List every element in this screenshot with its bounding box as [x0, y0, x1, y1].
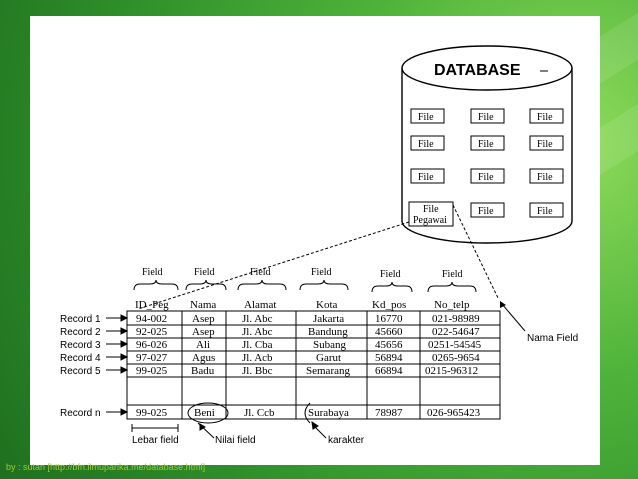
table-cell: Garut: [316, 352, 341, 364]
table-cell: Asep: [192, 313, 215, 325]
record-label: Record 4: [60, 353, 101, 364]
field-label: Field: [442, 269, 463, 280]
file-box-label: File: [418, 139, 434, 150]
table-cell: 0265-9654: [432, 352, 480, 364]
table-row: 99-025 Badu Jl. Bbc Semarang 66894 0215-…: [136, 365, 478, 377]
record-labels: Record 1 Record 2 Record 3 Record 4 Reco…: [60, 314, 101, 419]
table-cell: 56894: [375, 352, 403, 364]
table-cell: Subang: [313, 339, 347, 351]
table-cell: Surabaya: [308, 407, 349, 419]
record-label: Record n: [60, 408, 101, 419]
table-cell: 45656: [375, 339, 403, 351]
record-arrows: [106, 314, 129, 416]
file-box-label: File: [478, 172, 494, 183]
column-header: No_telp: [434, 299, 470, 311]
table-cell: Asep: [192, 326, 215, 338]
file-box-label: File: [478, 139, 494, 150]
table-cell: 026-965423: [427, 407, 481, 419]
karakter-label: karakter: [328, 435, 365, 446]
nama-field-label: Nama Field: [527, 333, 578, 344]
table-cell: 78987: [375, 407, 403, 419]
table-cell: 99-025: [136, 407, 168, 419]
table-cell: Beni: [194, 407, 215, 419]
file-box-label: File: [537, 172, 553, 183]
file-box-label: File: [418, 172, 434, 183]
table-cell: Jl. Abc: [242, 313, 273, 325]
nama-field-annotation: Nama Field: [500, 301, 578, 344]
table-cell: 45660: [375, 326, 403, 338]
table-cell: Jl. Cba: [242, 339, 273, 351]
table-cells: 94-002 Asep Jl. Abc Jakarta 16770 021-98…: [136, 313, 482, 419]
table-cell: 94-002: [136, 313, 167, 325]
table-row: 97-027 Agus Jl. Acb Garut 56894 0265-965…: [136, 352, 480, 364]
table-cell: 92-025: [136, 326, 168, 338]
table-cell: 16770: [375, 313, 403, 325]
table-cell: 0215-96312: [425, 365, 478, 377]
field-labels: Field Field Field Field Field Field: [142, 267, 463, 280]
footer-credit: by : sutan [http://bfn.ilmuparika.me/dat…: [6, 462, 206, 472]
table-cell: 021-98989: [432, 313, 480, 325]
file-box-label: File: [537, 112, 553, 123]
column-headers: ID_Peg Nama Alamat Kota Kd_pos No_telp: [135, 299, 470, 311]
table-row: 96-026 Ali Jl. Cba Subang 45656 0251-545…: [136, 339, 482, 351]
lebar-field-label: Lebar field: [132, 435, 179, 446]
field-label: Field: [194, 267, 215, 278]
field-label: Field: [250, 267, 271, 278]
table-cell: 022-54647: [432, 326, 480, 338]
field-label: Field: [142, 267, 163, 278]
file-pegawai-label: Pegawai: [413, 215, 447, 226]
record-table: [126, 310, 501, 420]
record-label: Record 3: [60, 340, 101, 351]
table-cell: Jakarta: [313, 313, 344, 325]
table-cell: Jl. Abc: [242, 326, 273, 338]
table-cell: Jl. Acb: [242, 352, 273, 364]
column-header: ID_Peg: [135, 299, 169, 311]
file-box-label: File: [478, 112, 494, 123]
database-title: DATABASE: [434, 62, 521, 79]
table-cell: 96-026: [136, 339, 168, 351]
field-braces: [133, 279, 477, 293]
field-label: Field: [380, 269, 401, 280]
lebar-field-annotation: [131, 424, 179, 432]
table-row: 92-025 Asep Jl. Abc Bandung 45660 022-54…: [136, 326, 480, 338]
nilai-field-annotation: [187, 402, 229, 439]
record-label: Record 2: [60, 327, 101, 338]
slide: DATABASE File File File File File File F…: [30, 16, 600, 465]
column-header: Kota: [316, 299, 338, 311]
file-grid: File File File File File File File File …: [408, 108, 564, 227]
file-box-label: File: [418, 112, 434, 123]
column-header: Alamat: [244, 299, 276, 311]
table-cell: Ali: [196, 339, 210, 351]
table-cell: Agus: [192, 352, 215, 364]
record-label: Record 1: [60, 314, 101, 325]
file-to-table-connector: [137, 204, 499, 310]
karakter-annotation: [304, 402, 327, 439]
table-row: 94-002 Asep Jl. Abc Jakarta 16770 021-98…: [136, 313, 480, 325]
table-cell: Badu: [191, 365, 215, 377]
table-cell: Jl. Bbc: [242, 365, 273, 377]
table-cell: 99-025: [136, 365, 168, 377]
table-cell: 97-027: [136, 352, 168, 364]
table-cell: 66894: [375, 365, 403, 377]
table-cell: Bandung: [308, 326, 348, 338]
nilai-field-label: Nilai field: [215, 435, 256, 446]
file-pegawai-label: File: [423, 204, 439, 215]
column-header: Kd_pos: [372, 299, 406, 311]
table-cell: Jl. Ccb: [244, 407, 275, 419]
file-box-label: File: [478, 206, 494, 217]
table-cell: 0251-54545: [428, 339, 482, 351]
record-label: Record 5: [60, 366, 101, 377]
database-diagram: DATABASE File File File File File File F…: [60, 45, 578, 446]
file-box-label: File: [537, 206, 553, 217]
field-label: Field: [311, 267, 332, 278]
table-row: 99-025 Beni Jl. Ccb Surabaya 78987 026-9…: [136, 407, 481, 419]
file-box-label: File: [537, 139, 553, 150]
column-header: Nama: [190, 299, 216, 311]
table-cell: Semarang: [306, 365, 350, 377]
